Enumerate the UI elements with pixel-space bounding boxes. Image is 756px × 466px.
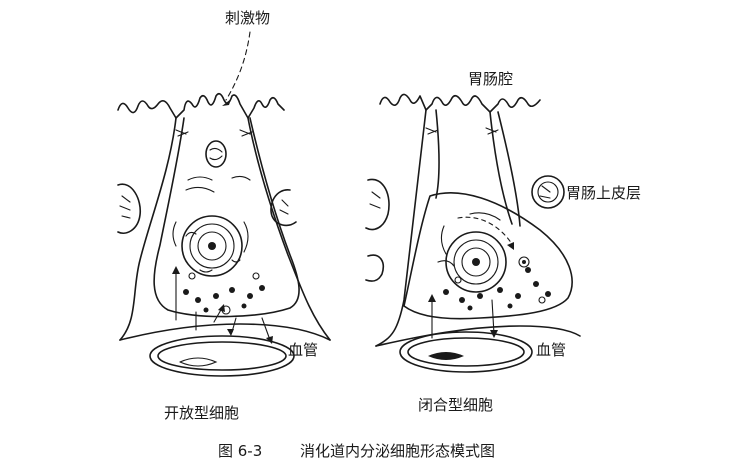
label-vessel-right: 血管 — [536, 341, 566, 359]
open-cell-body — [153, 117, 300, 318]
label-gi-lumen: 胃肠腔 — [468, 70, 513, 88]
caption-title: 消化道内分泌细胞形态模式图 — [300, 442, 495, 460]
closed-cell-body — [403, 192, 573, 320]
open-cell-granules — [183, 272, 265, 315]
right-blood-vessel — [399, 331, 533, 373]
gi-epithelium-cell — [531, 175, 565, 209]
closed-cell-granules — [443, 256, 551, 311]
left-blood-vessel — [149, 335, 295, 377]
open-type-cell-illustration — [117, 31, 331, 377]
closed-cell-nucleus — [445, 231, 507, 293]
left-microvilli — [117, 92, 285, 119]
closed-type-cell-illustration — [365, 93, 581, 373]
open-cell-nucleus — [181, 215, 243, 277]
label-gi-epithelium: 胃肠上皮层 — [566, 184, 641, 202]
right-microvilli — [379, 93, 541, 113]
label-closed-type: 闭合型细胞 — [418, 396, 493, 414]
label-stimulus: 刺激物 — [225, 9, 270, 27]
caption-number: 图 6-3 — [218, 442, 262, 460]
label-vessel-left: 血管 — [288, 341, 318, 359]
label-open-type: 开放型细胞 — [164, 404, 239, 422]
